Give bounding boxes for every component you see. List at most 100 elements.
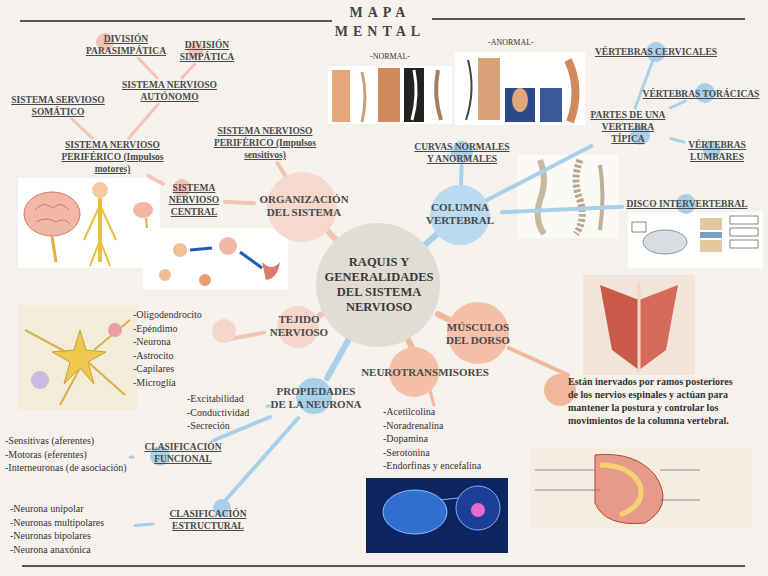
subtopic-label: CLASIFICACIÓN FUNCIONAL [133,440,233,466]
spine-line [638,282,641,372]
node-text: DIVISIÓN SIMPÁTICA [174,39,240,63]
neuron-processes [25,320,130,405]
neuron-body [52,330,106,384]
photo-panel [540,88,562,122]
connector-line [130,455,133,458]
node-text: MÚSCULOS DEL DORSO [440,321,516,347]
vertebra-body [700,240,722,252]
leader-line [660,470,700,471]
node-text: -Microglía [133,376,176,390]
image-panel [18,305,137,410]
subtopic-label: VÉRTEBRAS TORÁCICAS [636,87,766,101]
connector-line [149,176,163,184]
synapse-glow [471,503,485,517]
node-text: -Neurona [133,335,171,349]
image-panel [583,275,695,375]
image-panel [18,178,160,268]
connector-line [138,58,157,78]
node-text: VÉRTEBRAS LUMBARES [684,139,750,163]
leader-line [535,470,595,471]
node-text: -Oligodendrocito [133,308,202,322]
node-text: VÉRTEBRAS CERVICALES [595,46,717,58]
node-dot [212,319,236,343]
hub-circle [316,223,440,347]
node-text: PROPIEDADES DE LA NEURONA [270,385,362,411]
glia-cell [31,371,49,389]
image-panel [518,155,618,238]
vertebra-body [700,218,722,230]
subtopic-label: CLASIFICACIÓN ESTRUCTURAL [153,507,263,533]
cycle-icon [219,237,237,255]
body-figure [332,70,350,122]
node-text: ORGANIZACIÓN DEL SISTEMA [254,193,354,219]
cycle-icon [159,269,171,281]
callout-box [730,216,758,224]
node-text: NEUROTRANSMISORES [361,366,489,379]
stomach-icon [262,262,280,280]
node-text: -Conductividad [187,406,249,420]
node-text: -Neurona unipolar [10,502,84,516]
disc-illustration [643,230,687,254]
node-text: -Neuronas bipolares [10,529,91,543]
node-text: DISCO INTERVERTEBRAL [626,198,747,210]
subtopic-label: SISTEMA NERVIOSO PERIFÉRICO (Impulsos mo… [55,138,170,176]
image-label: -ANORMAL- [488,38,534,47]
node-text: -Noradrenalina [383,419,444,433]
fascia-layer [600,465,641,515]
image-panel [328,66,452,124]
subtopic-label: CURVAS NORMALES Y ANORMALES [410,140,514,166]
node-text: COLUMNA VERTEBRAL [418,201,502,227]
connector-line [502,207,622,212]
node-text: -Epéndimo [133,322,177,336]
connector-line [135,524,153,525]
connector-line [72,119,92,138]
node-text: PARTES DE UNA VERTEBRA TÍPICA [585,109,671,145]
node-text: -Secreción [187,419,230,433]
xray-spine [412,70,416,120]
image-panel [455,52,585,125]
node-text: DIVISIÓN PARASIMPÁTICA [80,33,172,57]
central-topic: RAQUIS Y GENERALIDADES DEL SISTEMA NERVI… [320,250,438,320]
connector-line [225,202,254,204]
connector-line [182,64,195,78]
muscle-illustration [600,285,639,370]
node-text: -Acetilcolina [383,405,435,419]
node-text: -Astrocito [133,349,174,363]
frame-rule [432,18,745,20]
photo-panel [505,88,535,122]
callout-box [730,228,758,236]
bullet-list: -Neurona unipolar-Neuronas multipolares-… [10,502,135,558]
subtopic-label: SISTEMA SERVIOSO SOMÁTICO [2,93,114,119]
node-text: SISTEMA NERVIOSO CENTRAL [163,182,225,218]
subtopic-label: SISTEMA NERVIOSO AUTÓNOMO [112,78,227,104]
node-text: -Sensitivas (aferentes) [5,434,94,448]
branch-topic: ORGANIZACIÓN DEL SISTEMA [254,190,354,222]
node-text: CLASIFICACIÓN ESTRUCTURAL [153,508,263,532]
cycle-arrow [190,248,262,268]
image-panel [366,478,508,553]
leader-line [660,500,700,501]
connector-line [267,404,270,408]
subtopic-label: DISCO INTERVERTEBRAL [622,197,752,211]
node-text: -Endorfinas y encefalina [383,459,481,473]
connector-line [220,418,299,507]
brain-illustration [383,490,447,534]
connector-line [509,348,568,375]
body-nerves [84,205,116,266]
spine-outline [466,60,472,120]
muscle-illustration [639,285,678,370]
cycle-icon [173,243,187,257]
connector-line [671,139,684,143]
cycle-icon [199,274,211,286]
xray-image [404,68,424,122]
node-text: RAQUIS Y GENERALIDADES DEL SISTEMA NERVI… [320,255,438,315]
connector-line [438,314,450,320]
connector-line [487,146,591,200]
frame-rule [22,565,745,567]
subtopic-label: DIVISIÓN PARASIMPÁTICA [80,32,172,58]
body-figure [512,88,528,112]
node-text: Están inervados por ramos posteriores de… [568,375,740,427]
subtopic-label: VÉRTEBRAS CERVICALES [588,45,724,59]
node-text: -Excitabilidad [187,392,244,406]
